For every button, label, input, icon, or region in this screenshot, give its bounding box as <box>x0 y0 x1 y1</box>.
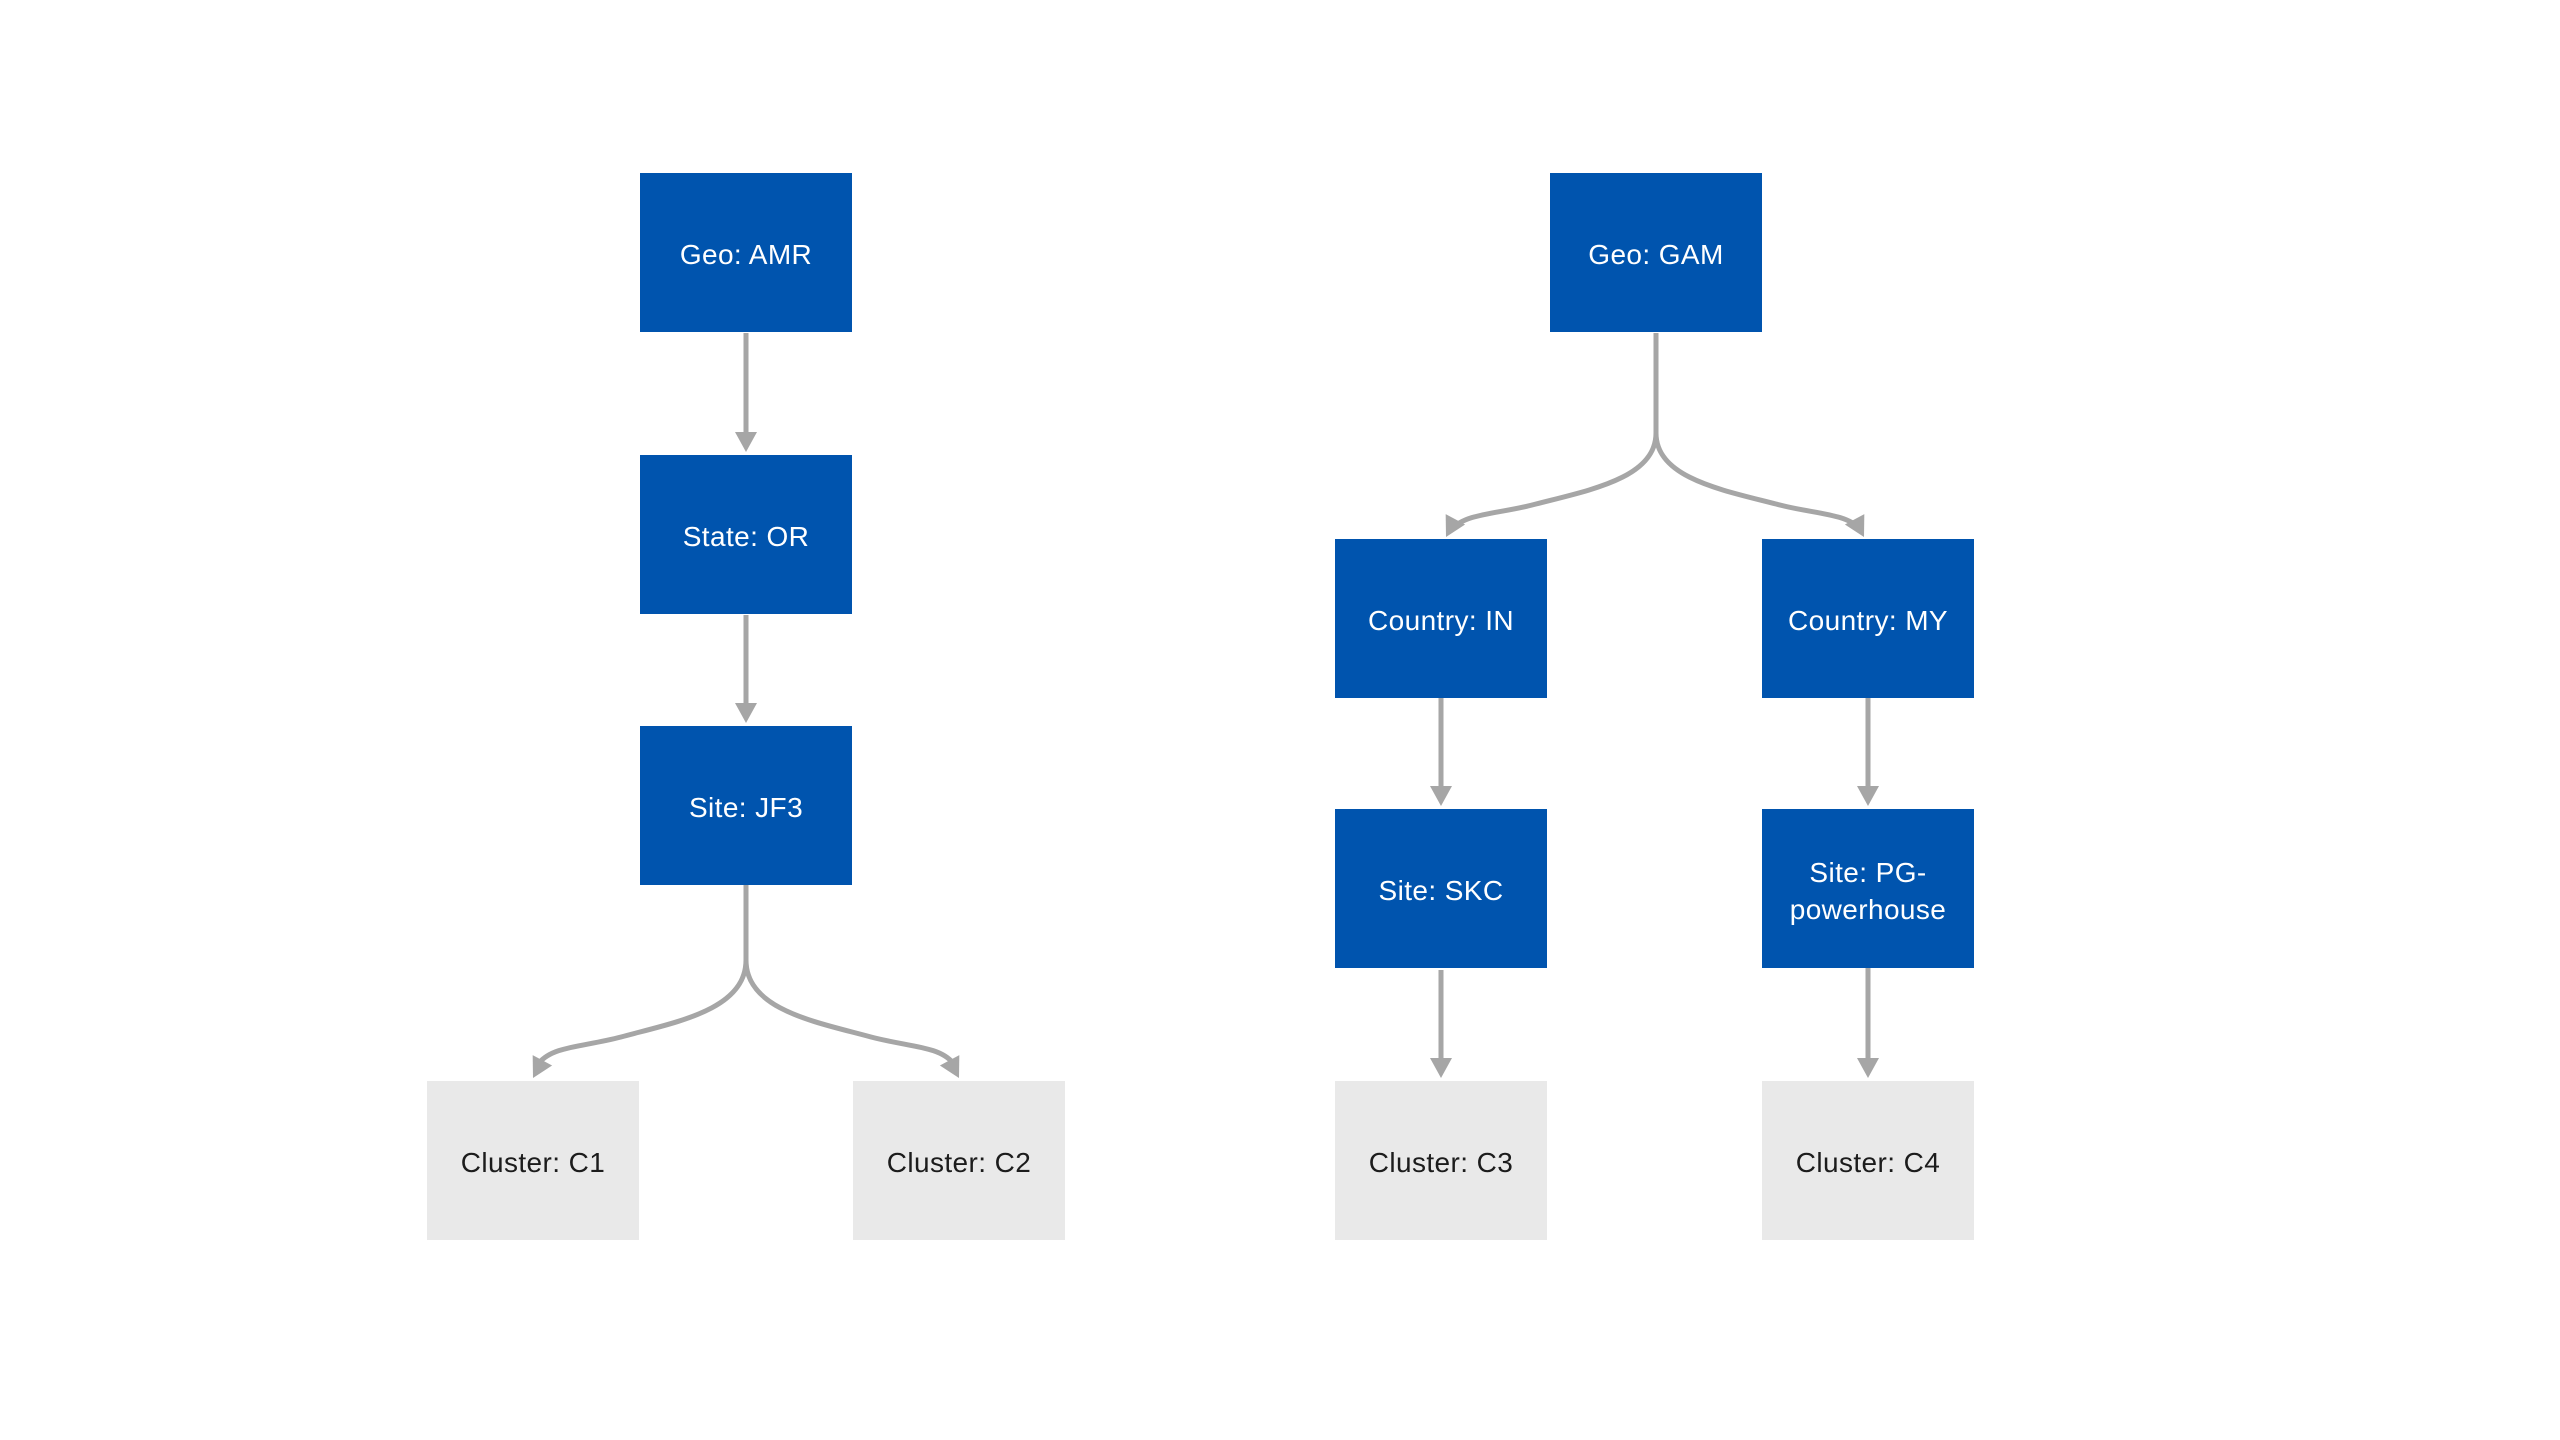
node-country-in: Country: IN <box>1335 539 1547 698</box>
node-cluster-c3: Cluster: C3 <box>1335 1081 1547 1240</box>
edge-geo-amr-state-or-arrowhead <box>735 432 757 452</box>
edge-site-jf3-cluster-c2-arrowhead <box>939 1055 960 1078</box>
node-site-skc: Site: SKC <box>1335 809 1547 968</box>
node-cluster-c4: Cluster: C4 <box>1762 1081 1974 1240</box>
edge-geo-gam-country-in-arrowhead <box>1445 514 1466 537</box>
edge-country-my-site-pg-arrowhead <box>1857 786 1879 806</box>
node-cluster-c2: Cluster: C2 <box>853 1081 1065 1240</box>
node-site-jf3: Site: JF3 <box>640 726 852 885</box>
edge-country-in-site-skc-arrowhead <box>1430 786 1452 806</box>
edge-site-pg-cluster-c4-arrowhead <box>1857 1058 1879 1078</box>
edge-site-jf3-cluster-c2-line <box>743 885 955 1065</box>
edge-geo-gam-country-in-line <box>1450 333 1659 531</box>
node-state-or: State: OR <box>640 455 852 614</box>
node-cluster-c1: Cluster: C1 <box>427 1081 639 1240</box>
node-country-my: Country: MY <box>1762 539 1974 698</box>
edge-geo-gam-country-my-line <box>1653 333 1862 531</box>
edge-state-or-site-jf3-arrowhead <box>735 703 757 723</box>
node-site-pg-powerhouse: Site: PG-powerhouse <box>1762 809 1974 968</box>
edge-site-jf3-cluster-c1-line <box>537 885 749 1065</box>
edge-site-skc-cluster-c3-arrowhead <box>1430 1058 1452 1078</box>
edge-site-jf3-cluster-c1-arrowhead <box>532 1055 553 1078</box>
node-geo-amr: Geo: AMR <box>640 173 852 332</box>
edge-geo-gam-country-my-arrowhead <box>1844 514 1865 537</box>
node-geo-gam: Geo: GAM <box>1550 173 1762 332</box>
